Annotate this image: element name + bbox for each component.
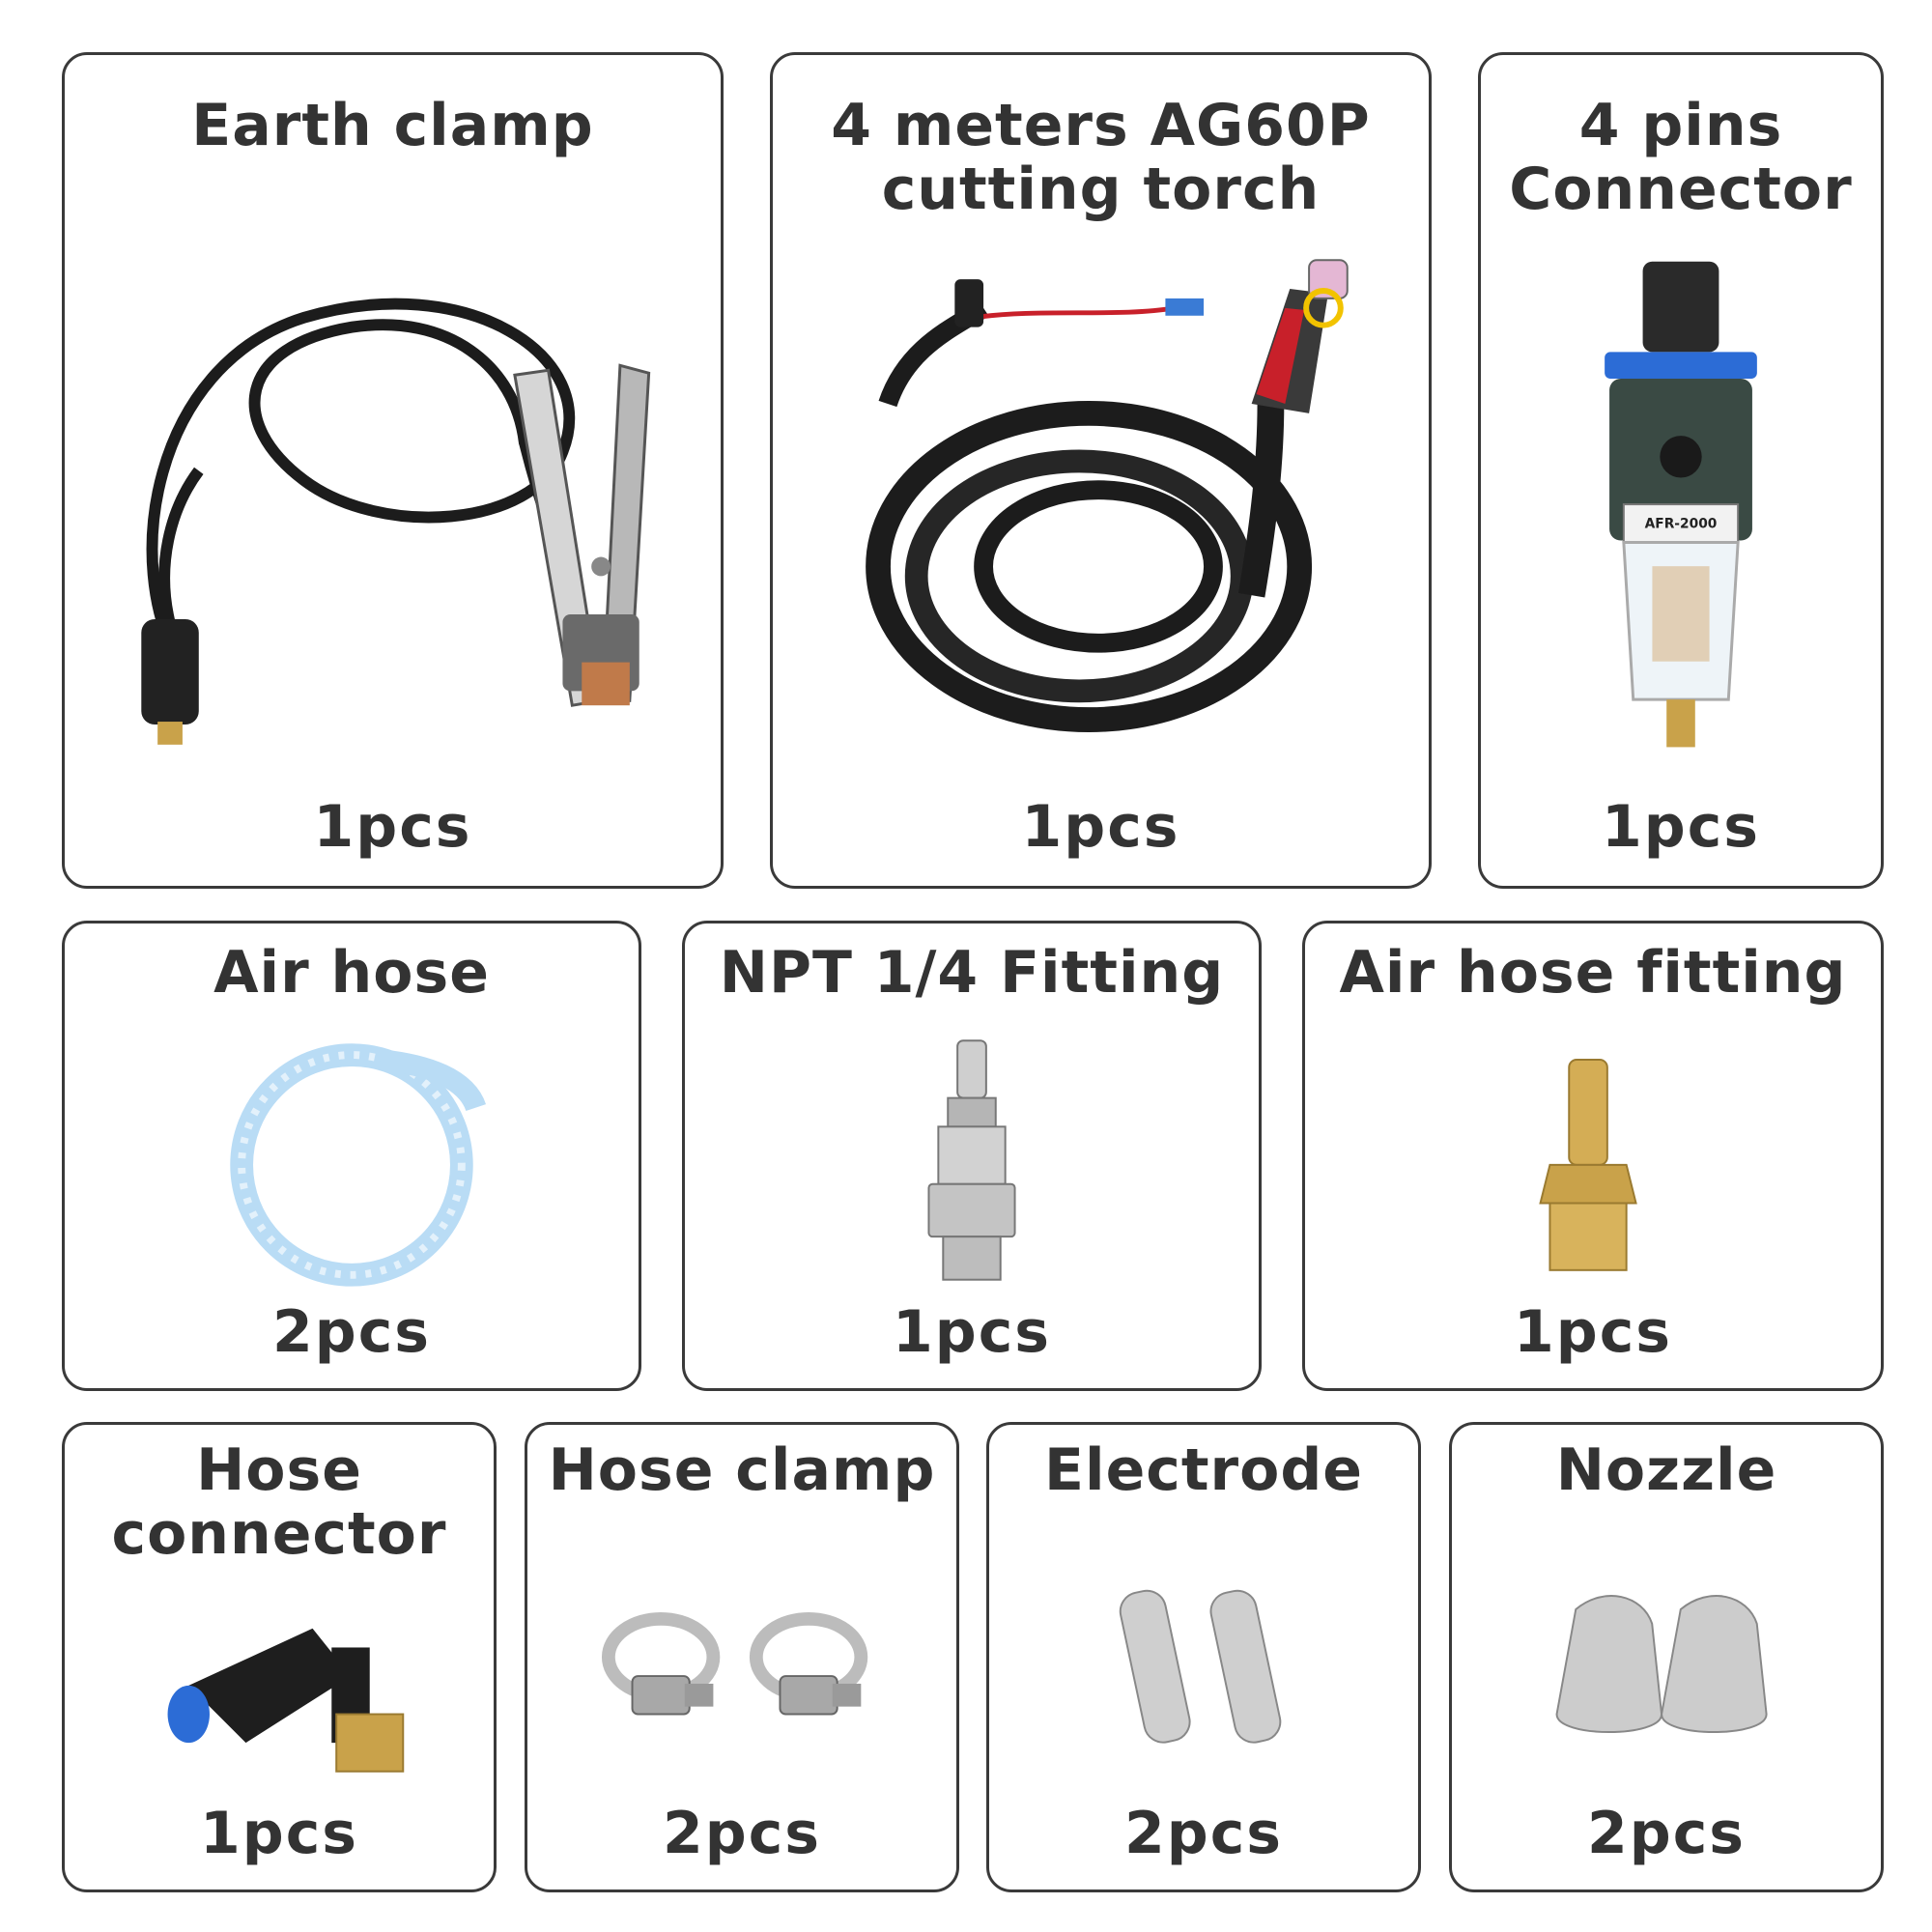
item-title: Hose clamp [548, 1436, 936, 1504]
item-title: NPT 1/4 Fitting [719, 939, 1225, 1007]
item-quantity: 2pcs [1587, 1800, 1746, 1867]
item-title: Hose connector [111, 1436, 447, 1568]
item-title: 4 pins Connector [1509, 92, 1853, 223]
item-quantity: 1pcs [1602, 793, 1760, 861]
item-card-hose-connector: Hose connector 1pcs [62, 1422, 497, 1892]
item-card-hose-clamp: Hose clamp 2pcs [525, 1422, 959, 1892]
item-title: Electrode [1044, 1436, 1363, 1504]
item-card-npt-fitting: NPT 1/4 Fitting 1pcs [682, 921, 1262, 1391]
item-title: 4 meters AG60P cutting torch [831, 92, 1371, 223]
item-quantity: 1pcs [1514, 1298, 1672, 1366]
regulator-label: AFR-2000 [1645, 517, 1718, 532]
nozzle-icon [1452, 1570, 1881, 1792]
earth-clamp-icon [65, 248, 721, 770]
item-card-nozzle: Nozzle 2pcs [1449, 1422, 1884, 1892]
item-quantity: 1pcs [200, 1800, 358, 1867]
npt-fitting-icon [685, 1020, 1259, 1295]
item-quantity: 2pcs [272, 1298, 431, 1366]
hose-clamp-icon [527, 1570, 956, 1792]
air-regulator-icon: AFR-2000 [1481, 248, 1881, 770]
item-card-electrode: Electrode 2pcs [986, 1422, 1421, 1892]
air-hose-icon [65, 1020, 639, 1295]
item-quantity: 2pcs [1124, 1800, 1283, 1867]
item-quantity: 1pcs [1021, 793, 1180, 861]
item-quantity: 2pcs [663, 1800, 821, 1867]
item-title: Nozzle [1555, 1436, 1777, 1504]
item-card-cutting-torch: 4 meters AG60P cutting torch 1pcs [770, 52, 1432, 889]
item-title: Air hose [213, 939, 490, 1007]
barb-fitting-icon [1305, 1020, 1881, 1295]
cutting-torch-icon [773, 248, 1429, 770]
item-card-earth-clamp: Earth clamp 1pcs [62, 52, 724, 889]
item-title: Air hose fitting [1339, 939, 1847, 1007]
electrode-icon [989, 1570, 1418, 1792]
item-title: Earth clamp [191, 92, 594, 159]
item-card-4-pins-connector: 4 pins Connector AFR-2000 1pcs [1478, 52, 1884, 889]
item-card-air-hose: Air hose 2pcs [62, 921, 641, 1391]
item-quantity: 1pcs [313, 793, 472, 861]
item-quantity: 1pcs [893, 1298, 1051, 1366]
elbow-connector-icon [65, 1570, 494, 1792]
item-card-air-hose-fitting: Air hose fitting 1pcs [1302, 921, 1884, 1391]
